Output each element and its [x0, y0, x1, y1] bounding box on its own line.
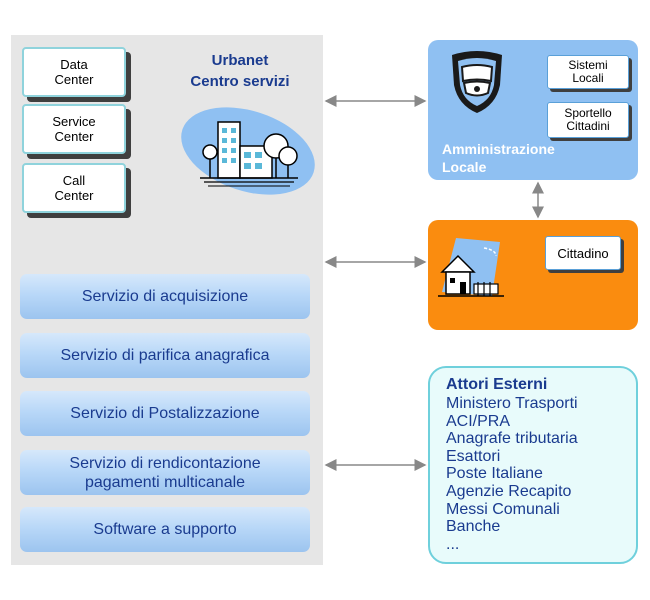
call-center-box: Call Center	[22, 163, 126, 213]
attori-item: Agenzie Recapito	[446, 482, 572, 500]
attori-item: ...	[446, 535, 460, 553]
attori-item: Anagrafe tributaria	[446, 430, 578, 448]
attori-item: Messi Comunali	[446, 500, 560, 518]
urbanet-title: Urbanet Centro servizi	[190, 52, 290, 90]
attori-item: Ministero Trasporti	[446, 395, 578, 412]
service-parifica-anagrafica: Servizio di parifica anagrafica	[20, 333, 310, 378]
attori-item: Banche	[446, 518, 501, 536]
city-buildings-icon	[181, 107, 315, 195]
cittadino-label-box: Cittadino	[545, 236, 621, 270]
attori-item: ACI/PRA	[446, 412, 511, 430]
attori-esterni-list: Ministero Trasporti ACI/PRA Anagrafe tri…	[446, 395, 578, 553]
attori-item: Esattori	[446, 447, 501, 465]
data-center-box: Data Center	[22, 47, 126, 97]
service-postalizzazione: Servizio di Postalizzazione	[20, 391, 310, 436]
attori-esterni-title: Attori Esterni	[446, 376, 548, 393]
attori-esterni-box	[428, 366, 638, 564]
police-shield-icon	[452, 51, 502, 113]
house-icon	[438, 238, 504, 297]
service-software-supporto: Software a supporto	[20, 507, 310, 552]
amministrazione-locale-label: Amministrazione Locale	[442, 141, 555, 175]
service-center-box: Service Center	[22, 104, 126, 154]
attori-item: Poste Italiane	[446, 465, 543, 483]
sistemi-locali-box: Sistemi Locali	[547, 55, 629, 89]
sportello-cittadini-box: Sportello Cittadini	[547, 102, 629, 138]
service-rendicontazione: Servizio di rendicontazione pagamenti mu…	[20, 450, 310, 495]
service-acquisizione: Servizio di acquisizione	[20, 274, 310, 319]
